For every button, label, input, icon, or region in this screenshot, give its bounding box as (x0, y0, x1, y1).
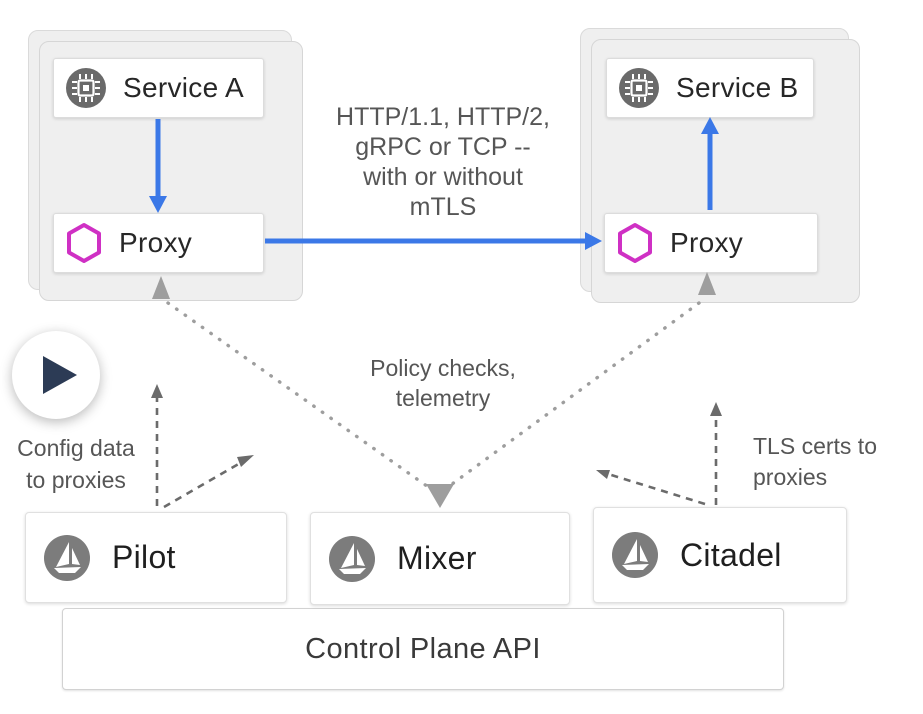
proxy-a-label: Proxy (119, 227, 193, 258)
arrow-proxy-a-to-proxy-b (265, 232, 602, 250)
istio-sail-icon (612, 532, 658, 578)
service-a-card: Service A (53, 58, 264, 118)
citadel-box: Citadel (593, 507, 847, 603)
proxy-hexagon-icon (66, 222, 102, 264)
dashed-arrow-citadel-diagonal (596, 470, 706, 506)
service-b-card: Service B (606, 58, 814, 118)
policy-checks-label: Policy checks, telemetry (370, 355, 516, 411)
proxy-b-card: Proxy (604, 213, 818, 273)
dashed-arrow-pilot-diagonal (163, 455, 254, 509)
proxy-a-card: Proxy (53, 213, 264, 273)
play-button[interactable] (12, 331, 100, 419)
mixer-label: Mixer (397, 540, 477, 576)
dashed-arrow-citadel-up (710, 402, 722, 505)
dashed-arrow-pilot-up (151, 384, 163, 506)
istio-sail-icon (329, 535, 375, 582)
service-a-label: Service A (123, 72, 244, 103)
mixer-box: Mixer (310, 512, 570, 605)
citadel-label: Citadel (680, 536, 782, 573)
pilot-box: Pilot (25, 512, 287, 603)
istio-sail-icon (44, 534, 90, 581)
control-plane-api-box: Control Plane API (62, 608, 784, 690)
play-icon (35, 356, 77, 394)
service-chip-icon (619, 68, 659, 108)
service-b-label: Service B (676, 72, 799, 103)
pod-b: Service B Proxy (580, 28, 860, 303)
service-chip-icon (66, 68, 106, 108)
proxy-b-label: Proxy (670, 227, 744, 258)
tls-certs-label: TLS certs to proxies (753, 433, 877, 490)
pilot-label: Pilot (112, 539, 176, 575)
control-plane-api-label: Control Plane API (305, 632, 541, 665)
traffic-protocols-label: HTTP/1.1, HTTP/2, gRPC or TCP -- with or… (336, 103, 550, 221)
config-data-label: Config data to proxies (17, 435, 135, 493)
dotted-arrowhead-mixer (426, 484, 454, 508)
pod-a: Service A Proxy (28, 30, 303, 301)
proxy-hexagon-icon (617, 222, 653, 264)
